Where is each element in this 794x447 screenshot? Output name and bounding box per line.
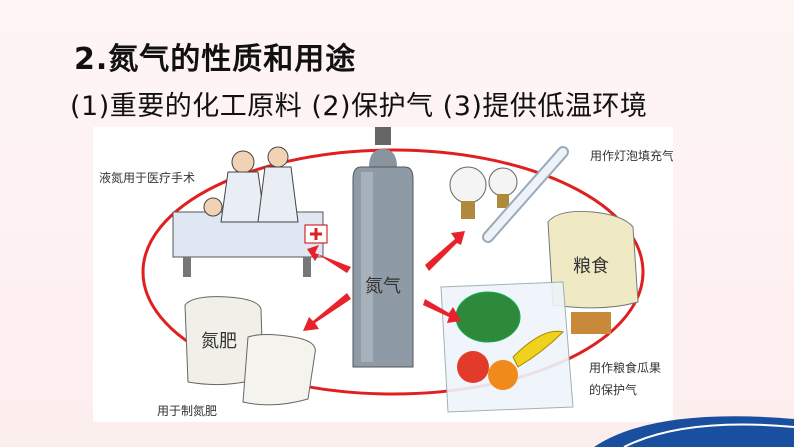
medical-use-label: 液氮用于医疗手术 xyxy=(99,171,196,185)
arrows xyxy=(303,231,465,331)
grain-bag-label: 粮食 xyxy=(573,256,609,277)
nitrogen-uses-figure: 液氮用于医疗手术 用作灯泡填充气 粮食 氮气 用作粮食瓜果 的保护气 氮肥 用于… xyxy=(93,127,673,422)
figure-illustration xyxy=(141,127,645,413)
arrow-to-fertilizer xyxy=(303,293,351,331)
arrow-to-bulbs xyxy=(425,231,465,271)
fertilizer-use-label: 用于制氮肥 xyxy=(157,404,218,418)
bulb-use-label: 用作灯泡填充气 xyxy=(590,149,673,163)
nitrogen-cylinder-illustration xyxy=(352,127,414,368)
light-bulbs-illustration xyxy=(449,146,569,243)
arrow-to-fruits xyxy=(423,299,461,323)
medical-scene-illustration xyxy=(172,146,328,277)
food-protect-label-line1: 用作粮食瓜果 xyxy=(589,361,662,375)
slide-subtitle: (1)重要的化工原料 (2)保护气 (3)提供低温环境 xyxy=(70,91,648,122)
decorative-wave xyxy=(594,416,794,447)
fertilizer-bag-label: 氮肥 xyxy=(201,331,237,352)
slide-title: 2.氮气的性质和用途 xyxy=(74,42,357,77)
grain-bag-illustration xyxy=(547,211,639,309)
fertilizer-bags-illustration xyxy=(184,296,316,406)
cycle-ring xyxy=(141,148,645,396)
fruits-illustration xyxy=(440,281,611,413)
arrow-to-medical xyxy=(307,245,351,273)
cylinder-label: 氮气 xyxy=(365,276,401,297)
food-protect-label-line2: 的保护气 xyxy=(589,383,638,397)
